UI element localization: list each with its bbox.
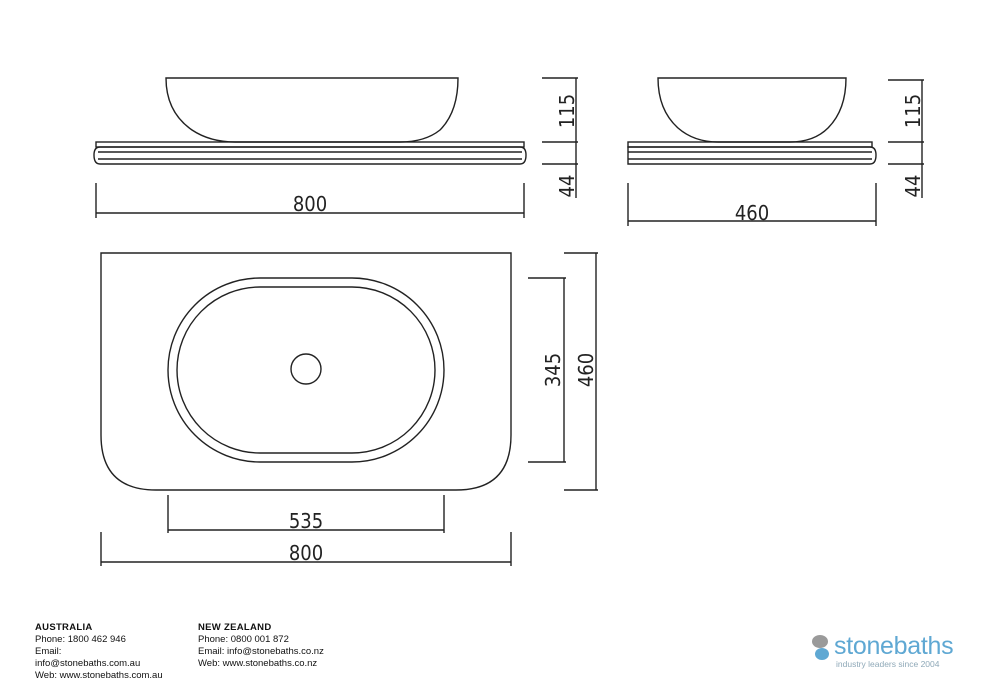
plan-bowl-depth-label: 345 [541, 353, 565, 387]
front-top-thickness-label: 44 [555, 175, 579, 198]
web-link[interactable]: Web: www.stonebaths.co.nz [198, 658, 318, 669]
front-countertop-top-edge [95, 141, 525, 148]
brand-name: stonebaths [834, 632, 954, 660]
front-width-label: 800 [293, 192, 327, 216]
phone-text: Phone: 0800 001 872 [198, 634, 289, 645]
brand-logo: stonebaths industry leaders since 2004 [810, 632, 980, 672]
email-label: Email: [35, 646, 62, 657]
footer-australia: AUSTRALIA Phone: 1800 462 946 Email: inf… [35, 622, 163, 682]
plan-width-label: 800 [289, 541, 323, 565]
side-elevation [627, 77, 924, 226]
side-basin-outline [657, 77, 847, 143]
side-depth-label: 460 [735, 201, 769, 225]
side-top-thickness-label: 44 [901, 175, 925, 198]
email-link[interactable]: info@stonebaths.com.au [35, 658, 141, 669]
side-countertop-top-edge [627, 141, 873, 148]
front-basin-outline [165, 77, 459, 143]
plan-depth-label: 460 [574, 353, 598, 387]
side-basin-height-label: 115 [901, 94, 925, 128]
region-title: AUSTRALIA [35, 622, 93, 633]
plan-bowl-inner-rim [176, 286, 436, 454]
front-countertop-body [93, 146, 527, 165]
plan-bowl-width-label: 535 [289, 509, 323, 533]
front-basin-height-label: 115 [555, 94, 579, 128]
plan-countertop-outline [100, 252, 512, 491]
plan-bowl-outer-rim [167, 277, 445, 463]
phone-text: Phone: 1800 462 946 [35, 634, 126, 645]
footer-new-zealand: NEW ZEALAND Phone: 0800 001 872 Email: i… [198, 622, 324, 670]
web-link[interactable]: Web: www.stonebaths.com.au [35, 670, 163, 681]
region-title: NEW ZEALAND [198, 622, 272, 633]
pebbles-logo-icon [812, 635, 828, 648]
plan-view [100, 252, 598, 566]
front-elevation [93, 77, 578, 218]
brand-tagline: industry leaders since 2004 [836, 659, 940, 669]
pebble-blue-icon [815, 648, 829, 660]
side-countertop-body [627, 146, 877, 165]
email-link[interactable]: Email: info@stonebaths.co.nz [198, 646, 324, 657]
plan-drain-hole [290, 353, 322, 385]
